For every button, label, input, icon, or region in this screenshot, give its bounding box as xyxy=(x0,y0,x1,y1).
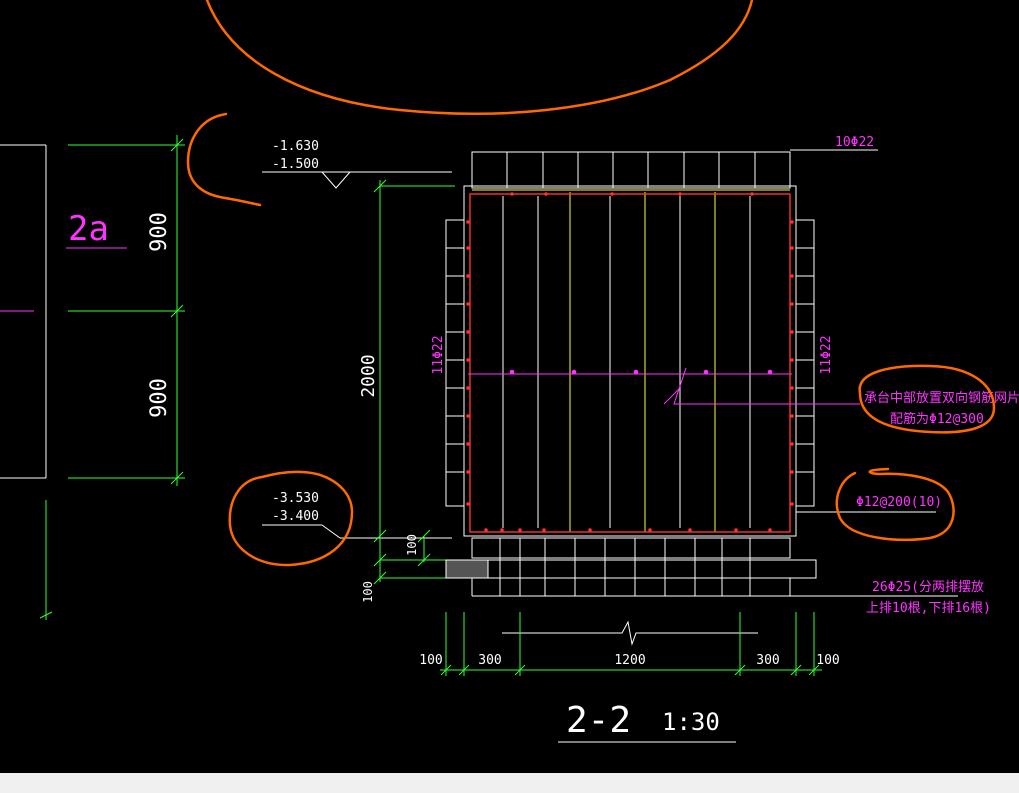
main-bars xyxy=(472,189,790,532)
detail-tag: 2a xyxy=(68,209,109,249)
bottom-dimension-chain xyxy=(440,612,822,676)
dim-bottom-1200: 1200 xyxy=(614,653,645,668)
mesh-bar xyxy=(468,367,860,405)
height-dimension xyxy=(373,179,455,585)
dim-2000: 2000 xyxy=(358,354,379,397)
dim-bottom-300-right: 300 xyxy=(756,653,779,668)
section-scale: 1:30 xyxy=(662,708,720,736)
bottom-stubs xyxy=(471,537,817,597)
elevation-marker-top xyxy=(262,171,452,189)
dim-bottom-100-right: 100 xyxy=(816,653,839,668)
status-bar xyxy=(0,773,1019,793)
label-mesh-line2: 配筋为Φ12@300 xyxy=(890,411,984,427)
left-dimension-chain xyxy=(68,135,185,486)
inner-white-columns xyxy=(502,196,751,528)
label-bottom-line1: 26Φ25(分两排摆放 xyxy=(872,580,984,595)
dim-bottom-300-left: 300 xyxy=(478,653,501,668)
section-title: 2-2 xyxy=(566,700,631,741)
markup-stirrup-circle xyxy=(835,467,955,542)
label-bottom-line2: 上排10根,下排16根) xyxy=(866,601,991,616)
elevation-top-a: -1.630 xyxy=(272,139,319,154)
markup-elevation-circle xyxy=(228,470,354,567)
stirrup-dots xyxy=(466,192,794,532)
elevation-marker-bottom xyxy=(262,524,452,539)
markup-top-arc xyxy=(205,0,754,115)
pile-cap-outline xyxy=(463,185,797,537)
stirrup xyxy=(469,193,791,533)
elevation-bottom-b: -3.400 xyxy=(272,509,319,524)
label-top-bars: 10Φ22 xyxy=(835,135,874,150)
label-left-bars: 11Φ22 xyxy=(431,335,446,374)
dim-100-upper: 100 xyxy=(405,534,419,556)
markup-left-bracket xyxy=(186,112,262,207)
markup-annotations xyxy=(186,0,996,567)
elevation-top-b: -1.500 xyxy=(272,157,319,172)
markup-mesh-circle xyxy=(858,364,996,434)
label-mesh-line1: 承台中部放置双向钢筋网片 xyxy=(864,390,1019,406)
elevation-bottom-a: -3.530 xyxy=(272,491,319,506)
break-line xyxy=(502,620,758,646)
adjacent-detail xyxy=(0,144,47,479)
dim-bottom-100-left: 100 xyxy=(419,653,442,668)
label-stirrup: Φ12@200(10) xyxy=(856,495,942,510)
adjacent-green-line xyxy=(39,500,53,620)
cad-drawing: 900 900 2a -1.630 -1.500 -3.530 -3.400 xyxy=(0,0,1019,743)
side-bar-outlines xyxy=(445,219,815,507)
top-pile-grid xyxy=(471,151,791,189)
dim-900-bottom: 900 xyxy=(147,378,172,418)
dim-100-lower: 100 xyxy=(361,581,375,603)
pile-cap-section xyxy=(445,151,860,597)
label-right-bars: 11Φ22 xyxy=(819,335,834,374)
bedding-hatch xyxy=(445,559,489,579)
dim-900-top: 900 xyxy=(147,212,172,252)
